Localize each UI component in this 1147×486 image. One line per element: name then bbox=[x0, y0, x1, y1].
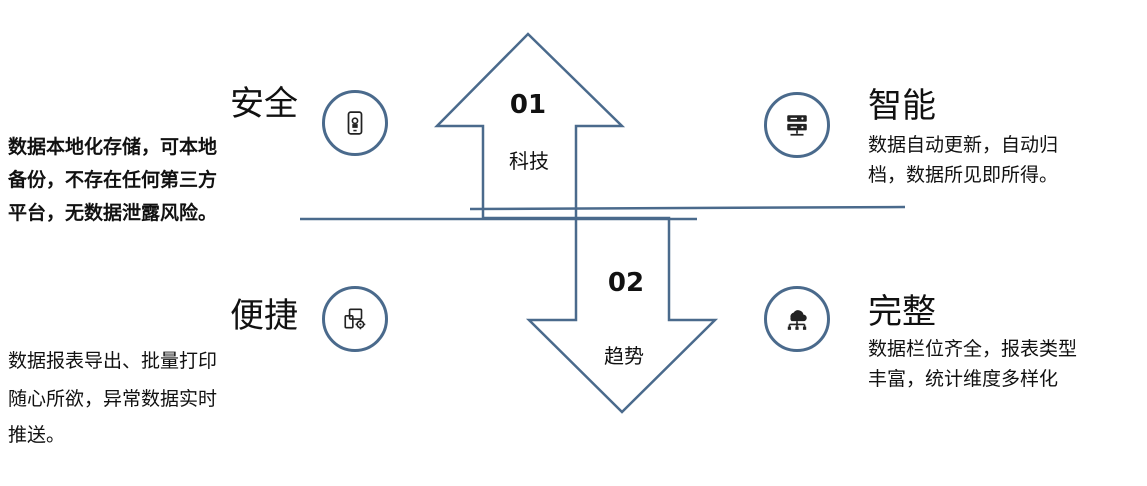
convenient-desc-line: 数据报表导出、批量打印 bbox=[8, 350, 218, 372]
up-arrow-number: 01 bbox=[509, 90, 547, 120]
smart-desc-line: 数据自动更新，自动归 bbox=[868, 134, 1059, 156]
smart-desc-line: 档，数据所见即所得。 bbox=[868, 164, 1059, 186]
cloud-network-icon bbox=[787, 310, 807, 330]
down-arrow-number: 02 bbox=[607, 268, 645, 298]
convenient-desc-line: 随心所欲，异常数据实时 bbox=[8, 388, 218, 410]
devices-settings-icon bbox=[344, 308, 366, 330]
security-title: 安全 bbox=[230, 84, 298, 124]
divider-line-right bbox=[469, 205, 906, 211]
smart-title: 智能 bbox=[868, 86, 936, 126]
complete-desc: 数据栏位齐全，报表类型 丰富，统计维度多样化 bbox=[868, 334, 1077, 394]
convenient-desc-line: 推送。 bbox=[8, 424, 66, 446]
up-arrow bbox=[434, 32, 626, 220]
convenient-title: 便捷 bbox=[230, 296, 298, 336]
mobile-lock-icon bbox=[347, 111, 363, 135]
complete-title: 完整 bbox=[868, 292, 936, 332]
down-arrow bbox=[525, 216, 719, 414]
smart-desc: 数据自动更新，自动归 档，数据所见即所得。 bbox=[868, 130, 1058, 190]
convenient-icon-circle bbox=[322, 286, 388, 352]
complete-desc-line: 数据栏位齐全，报表类型 bbox=[868, 338, 1078, 360]
security-desc: 数据本地化存储，可本地 备份，不存在任何第三方 平台，无数据泄露风险。 bbox=[8, 132, 217, 228]
down-arrow-label: 趋势 bbox=[604, 344, 644, 368]
security-icon-circle bbox=[322, 90, 388, 156]
security-desc-line: 备份，不存在任何第三方 bbox=[8, 169, 218, 191]
up-arrow-label: 科技 bbox=[509, 149, 549, 173]
convenient-desc: 数据报表导出、批量打印 随心所欲，异常数据实时 推送。 bbox=[8, 346, 217, 450]
complete-icon-circle bbox=[764, 286, 830, 352]
security-desc-line: 数据本地化存储，可本地 bbox=[8, 136, 218, 158]
server-icon bbox=[787, 115, 807, 136]
security-desc-line: 平台，无数据泄露风险。 bbox=[8, 202, 218, 224]
complete-desc-line: 丰富，统计维度多样化 bbox=[868, 368, 1059, 390]
smart-icon-circle bbox=[764, 92, 830, 158]
